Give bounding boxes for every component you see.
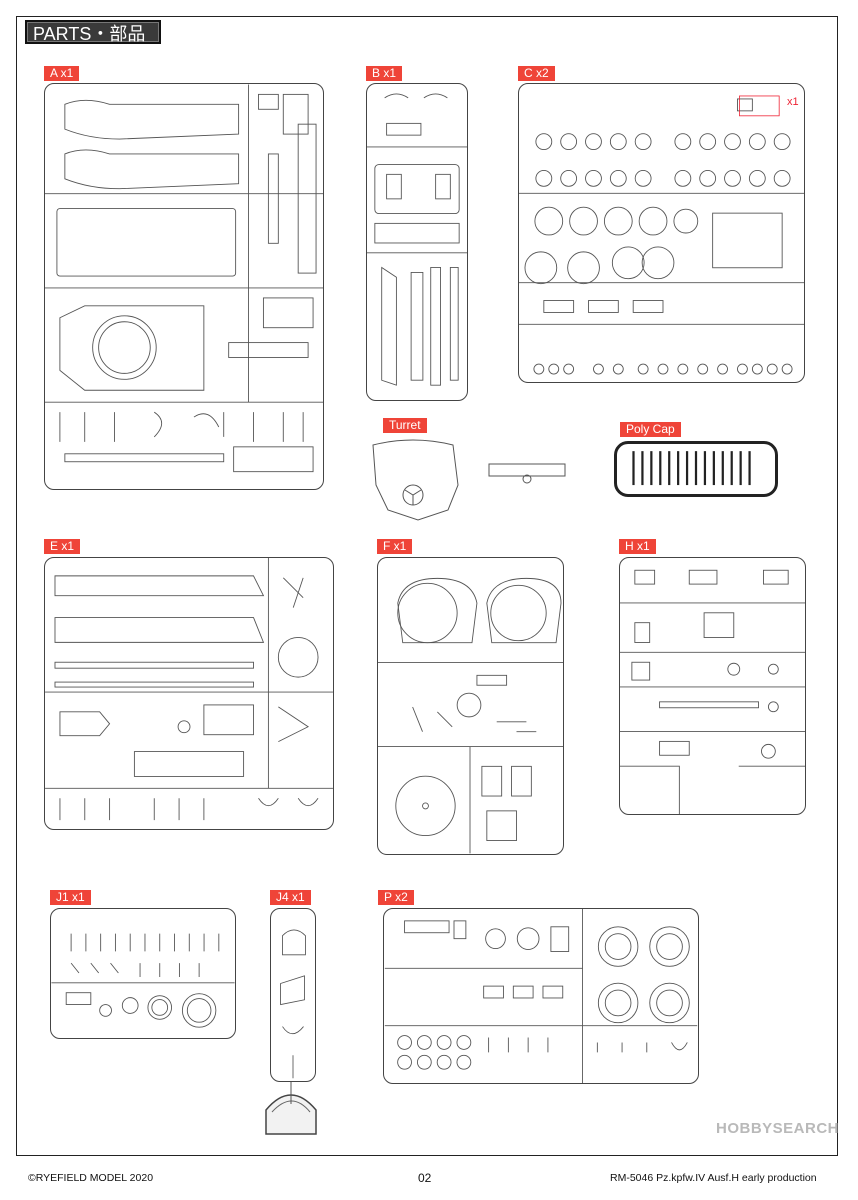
page-frame <box>16 16 838 1156</box>
watermark-text: HOBBYSEARCH <box>716 1120 840 1137</box>
footer-copyright: ©RYEFIELD MODEL 2020 <box>28 1172 154 1184</box>
sprue-c-drawing <box>519 95 804 375</box>
sprue-p-drawing <box>384 909 698 1083</box>
sprue-j1 <box>50 908 236 1039</box>
sprue-p-label: P x2 <box>378 890 414 905</box>
sprue-j1-drawing <box>51 933 235 1028</box>
footer-product: RM-5046 Pz.kpfw.IV Ausf.H early producti… <box>610 1172 817 1184</box>
sprue-b-label: B x1 <box>366 66 403 81</box>
sprue-h <box>619 557 806 815</box>
sprue-h-label: H x1 <box>619 539 656 554</box>
sprue-c: x1 <box>518 83 805 383</box>
sprue-j4 <box>270 908 316 1082</box>
sprue-b <box>366 83 468 401</box>
sprue-a-label: A x1 <box>44 66 80 81</box>
sprue-c-label: C x2 <box>518 66 555 81</box>
sprue-e-label: E x1 <box>44 539 81 554</box>
sprue-e-drawing <box>45 558 333 821</box>
sprue-e <box>44 557 334 830</box>
sprue-f-drawing <box>378 577 563 854</box>
sprue-j4-drawing <box>280 929 306 1079</box>
sprue-p <box>383 908 699 1084</box>
sprue-a-drawing <box>45 84 323 473</box>
turret-small-sprue <box>487 462 567 484</box>
sprue-h-drawing <box>620 569 805 814</box>
polycap-sprue <box>614 441 778 497</box>
sprue-f <box>377 557 564 855</box>
footer-page-number: 02 <box>418 1171 432 1185</box>
sprue-j1-label: J1 x1 <box>50 890 91 905</box>
sprue-b-drawing <box>367 93 467 386</box>
turret-label: Turret <box>383 418 427 433</box>
sprue-a <box>44 83 324 490</box>
sprue-j4-label: J4 x1 <box>270 890 311 905</box>
page-title: PARTS・部品図 <box>25 20 161 68</box>
j4-lower-part <box>260 1082 322 1140</box>
sprue-c-count-note: x1 <box>787 96 799 108</box>
turret-part <box>365 435 465 523</box>
sprue-f-label: F x1 <box>377 539 413 554</box>
polycap-label: Poly Cap <box>620 422 681 437</box>
